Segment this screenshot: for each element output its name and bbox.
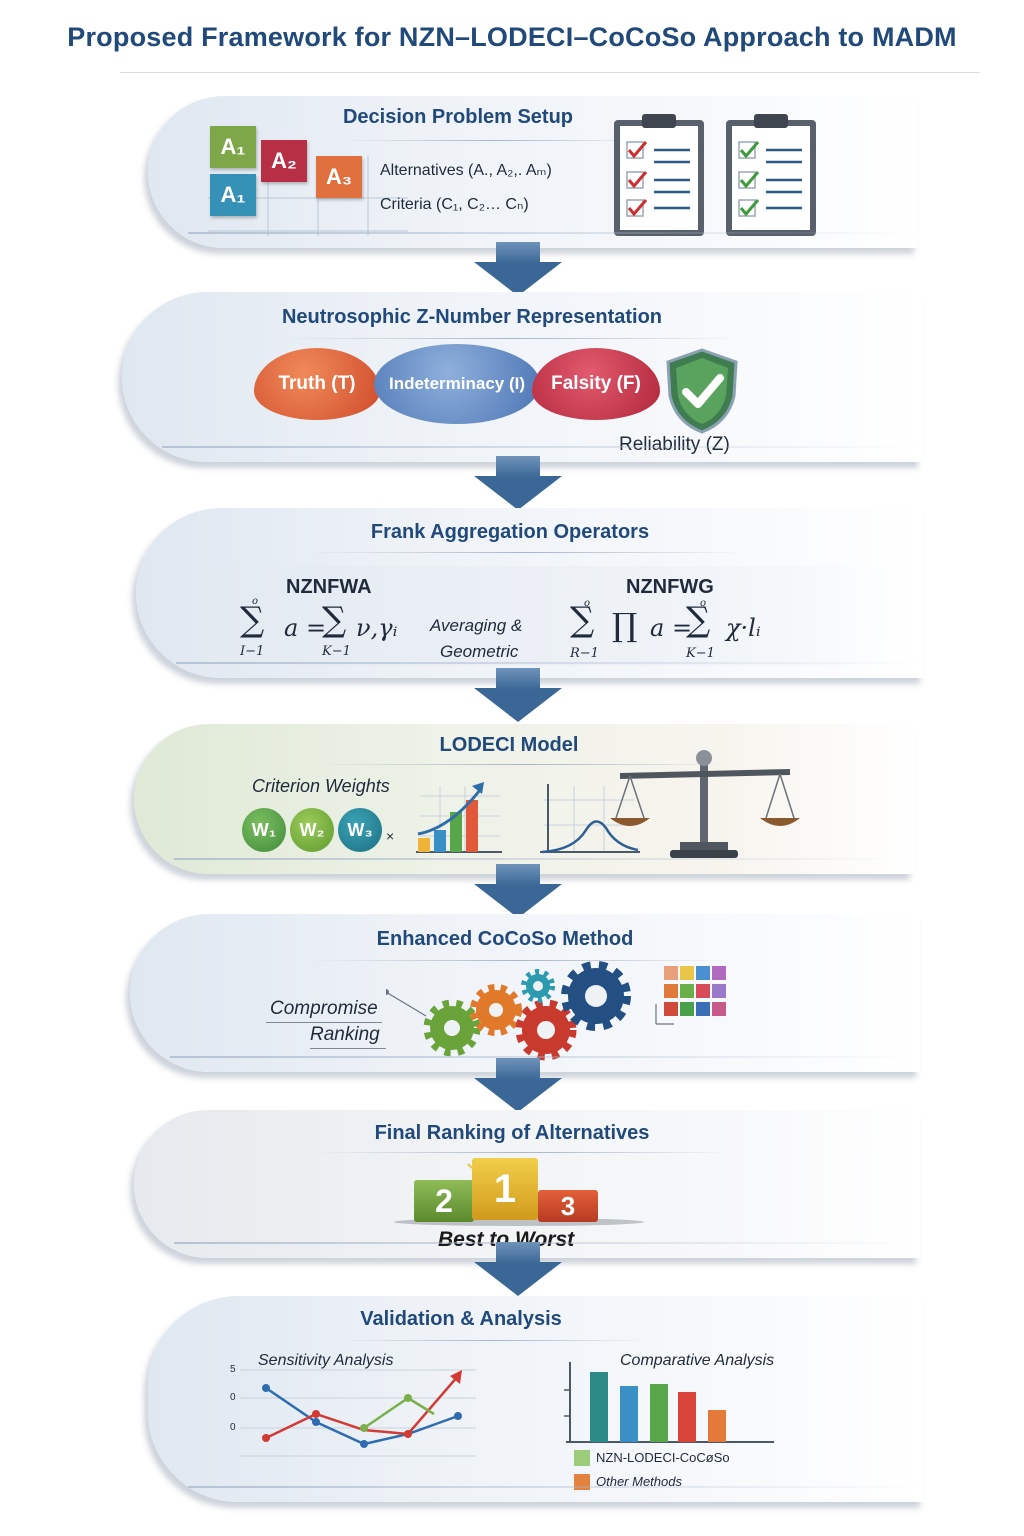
right-sum-upper-2: o (700, 598, 707, 609)
flow-arrow-2 (474, 456, 562, 510)
reliability-label: Reliability (Z) (619, 434, 730, 455)
falsity-blob: Falsity (F) (532, 348, 660, 420)
validation-title: Validation & Analysis (360, 1308, 562, 1330)
geometric-label: Geometric (440, 642, 519, 661)
right-sum-upper: o (584, 598, 591, 609)
checklist-clipboard-icon (614, 114, 704, 236)
ranking-label: Ranking (310, 1024, 380, 1045)
compromise-label: Compromise (270, 998, 378, 1019)
criterion-weights-label: Criterion Weights (252, 776, 390, 796)
right-sum-lower-2: K−1 (686, 646, 715, 661)
alternatives-label: Alternatives (A., A₂,. Aₘ) (380, 162, 552, 179)
aggregation-title: Frank Aggregation Operators (370, 521, 650, 543)
lodeci-title: LODECI Model (439, 734, 579, 756)
sensitivity-ytick-1: 5 (230, 1364, 236, 1375)
checklist-clipboard-icon (726, 114, 816, 236)
gears-icon (386, 961, 631, 1061)
alternative-box-a2: A₂ (261, 140, 307, 182)
left-sum-symbol-2: ∑ (322, 600, 347, 640)
legend-swatch-proposed (574, 1450, 590, 1466)
left-sum-upper: o (252, 596, 259, 607)
best-to-worst-caption: Best to Worst (438, 1228, 575, 1251)
weight-w2: W₂ (290, 808, 334, 852)
truth-blob: Truth (T) (254, 348, 380, 420)
formula-card (208, 566, 894, 666)
alternative-box-a1-lower: A₁ (210, 174, 256, 216)
color-grid-icon (655, 966, 726, 1025)
sensitivity-label: Sensitivity Analysis (258, 1352, 394, 1369)
weight-w3: W₃ (338, 808, 382, 852)
growth-bar-chart-icon (416, 782, 502, 853)
nznfwg-heading: NZNFWG (626, 576, 714, 598)
shield-check-icon (666, 348, 738, 434)
left-sum-lower-2: K−1 (322, 644, 351, 659)
flow-arrow-5 (474, 1058, 562, 1112)
flow-arrow-1 (474, 242, 562, 296)
setup-panel: Decision Problem Setup A₁ A₂ A₃ A₁ Alter… (148, 96, 918, 248)
aggregation-panel: Frank Aggregation Operators NZNFWA NZNFW… (136, 508, 924, 678)
averaging-label: Averaging & (430, 616, 523, 635)
validation-panel: Validation & Analysis Sensitivity Analys… (148, 1296, 924, 1502)
right-prod-symbol: ∏ (612, 606, 638, 644)
comparative-bar-chart (564, 1362, 774, 1443)
flow-arrow-4 (474, 864, 562, 918)
sensitivity-ytick-3: 0 (230, 1422, 236, 1433)
cocoso-panel: Enhanced CoCoSo Method Compromise Rankin… (130, 914, 920, 1072)
nznfwa-heading: NZNFWA (286, 576, 372, 598)
right-term-2: χ·lᵢ (726, 614, 761, 642)
ranking-title: Final Ranking of Alternatives (374, 1122, 650, 1144)
representation-panel: Neutrosophic Z-Number Representation Tru… (122, 292, 922, 462)
ranking-panel: Final Ranking of Alternatives 2 1 3 Best… (134, 1110, 920, 1258)
title-divider (120, 72, 980, 73)
legend-other: Other Methods (596, 1474, 682, 1489)
left-sum-symbol-1: ∑ (240, 600, 265, 640)
flow-arrow-3 (474, 668, 562, 722)
setup-title: Decision Problem Setup (342, 106, 574, 128)
balance-scale-icon (610, 750, 800, 858)
curve-plot-icon (540, 784, 640, 854)
alternative-box-a1: A₁ (210, 126, 256, 168)
weight-w1: W₁ (242, 808, 286, 852)
cocoso-title: Enhanced CoCoSo Method (376, 928, 634, 950)
representation-title: Neutrosophic Z-Number Representation (281, 306, 663, 328)
indeterminacy-blob: Indeterminacy (I) (374, 344, 540, 424)
right-term-1: a = (650, 614, 693, 642)
left-sum-lower-1: I−1 (240, 644, 265, 659)
lodeci-panel: LODECI Model Criterion Weights W₁ W₂ W₃ … (134, 724, 914, 874)
left-term-1: a = (284, 614, 327, 642)
right-sum-lower-1: R−1 (570, 646, 599, 661)
flow-arrow-6 (474, 1242, 562, 1296)
times-symbol: × (386, 828, 395, 844)
comparative-label: Comparative Analysis (620, 1352, 775, 1369)
page-title: Proposed Framework for NZN–LODECI–CoCoSo… (67, 22, 957, 52)
sensitivity-ytick-2: 0 (230, 1392, 236, 1403)
right-sum-symbol: ∑ (570, 600, 595, 640)
sensitivity-line-chart (240, 1369, 476, 1457)
alternative-box-a3: A₃ (316, 156, 362, 198)
criteria-label: Criteria (C₁, C₂… Cₙ) (380, 196, 529, 213)
podium-third: 3 (538, 1190, 598, 1222)
sparkle-icon (467, 1160, 481, 1169)
right-sum-symbol-2: ∑ (686, 600, 711, 640)
podium-second: 2 (414, 1180, 474, 1222)
left-term-2: ν,γᵢ (356, 614, 398, 642)
podium-first: 1 (472, 1158, 538, 1220)
legend-proposed: NZN-LODECI-CoCøSo (596, 1450, 730, 1465)
legend-swatch-other (574, 1474, 590, 1490)
